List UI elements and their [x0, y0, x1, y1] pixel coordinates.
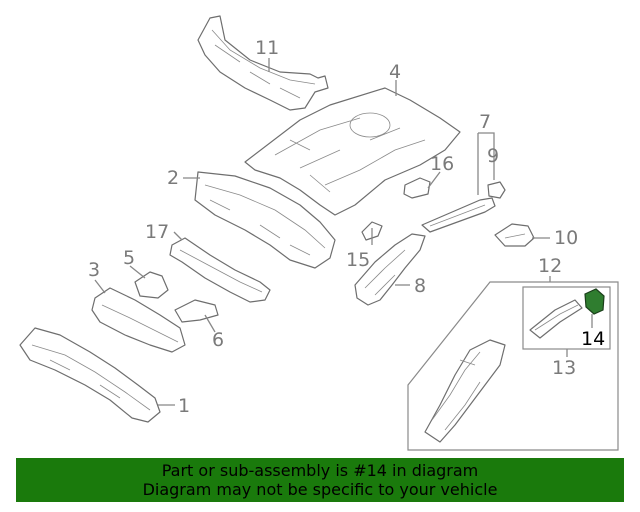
- part-12-assembly-box: [407, 281, 619, 451]
- callout-16: 16: [430, 153, 454, 175]
- part-7-rail: [421, 197, 496, 233]
- callout-13: 13: [552, 357, 576, 379]
- part-5-bracket: [134, 271, 169, 299]
- part-16-bracket: [403, 177, 431, 199]
- callout-12: 12: [538, 255, 562, 277]
- part-2-crossmember: [194, 171, 336, 269]
- part-14-highlighted: [584, 288, 605, 315]
- part-10-bracket: [494, 223, 535, 247]
- part-8-side-member: [354, 233, 426, 306]
- part-4-rear-floor-pan: [244, 87, 461, 216]
- callout-6: 6: [212, 329, 224, 351]
- callout-11: 11: [255, 37, 279, 59]
- part-3-crossmember: [91, 287, 186, 353]
- callout-9: 9: [487, 145, 499, 167]
- part-9-bracket: [487, 181, 506, 199]
- callout-2: 2: [167, 167, 179, 189]
- callout-4: 4: [389, 61, 401, 83]
- callout-14: 14: [581, 328, 605, 350]
- part-6-bracket: [174, 299, 219, 323]
- callout-7: 7: [479, 111, 491, 133]
- banner-line-1: Part or sub-assembly is #14 in diagram: [161, 461, 479, 480]
- part-11-rear-crossmember: [197, 15, 329, 111]
- callout-17: 17: [145, 221, 169, 243]
- callout-5: 5: [123, 247, 135, 269]
- info-banner: Part or sub-assembly is #14 in diagram D…: [16, 458, 624, 502]
- callout-1: 1: [178, 395, 190, 417]
- callout-8: 8: [414, 275, 426, 297]
- part-1-front-rail: [19, 327, 161, 423]
- part-17-crossbar: [169, 237, 271, 303]
- callout-10: 10: [554, 227, 578, 249]
- leader-lines: [94, 58, 593, 406]
- banner-line-2: Diagram may not be specific to your vehi…: [142, 480, 498, 499]
- callout-15: 15: [346, 249, 370, 271]
- parts-diagram: 11 4 2 7 9 16 10 15 17 8 5 3 6 1 12 13 1…: [19, 15, 619, 451]
- callout-3: 3: [88, 259, 100, 281]
